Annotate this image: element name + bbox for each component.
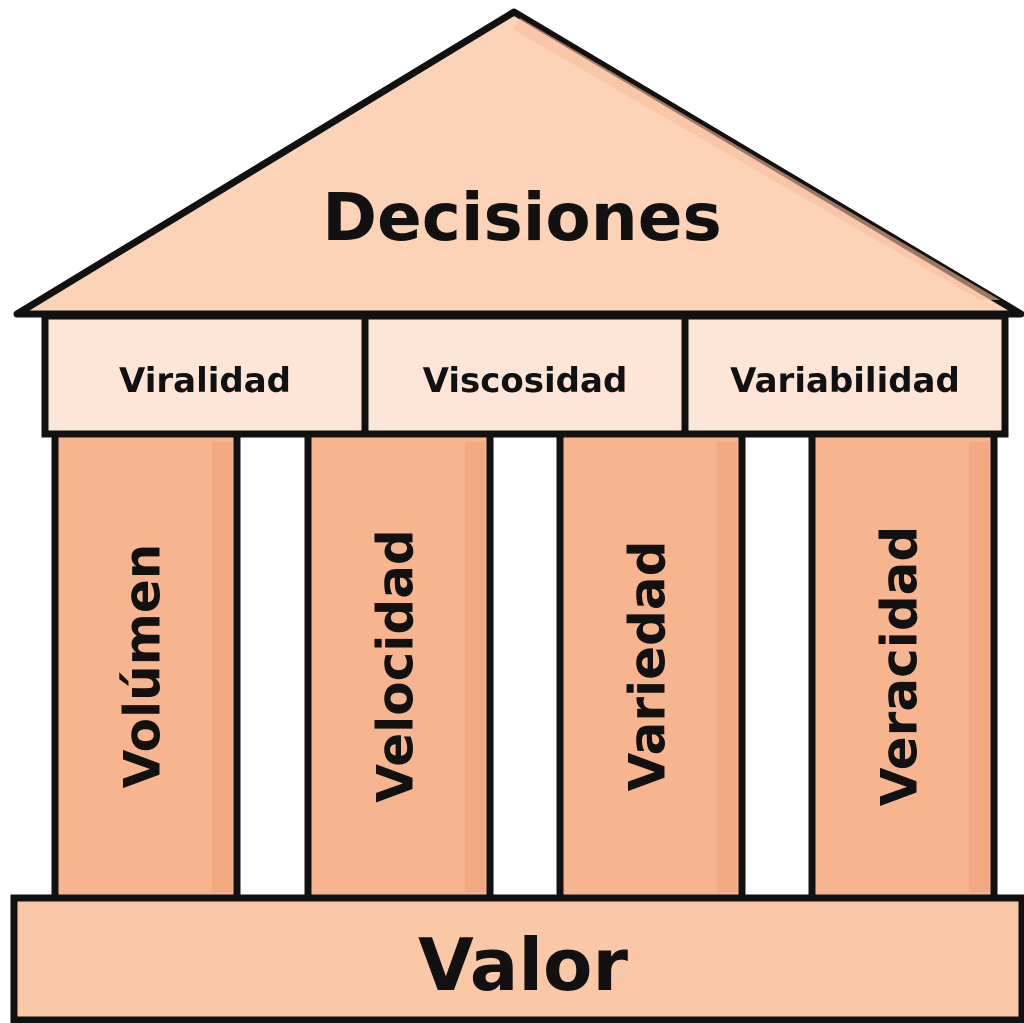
pillar-label-1: Volúmen xyxy=(114,544,172,789)
base-shape xyxy=(10,894,1024,1023)
pillar-label-3: Variedad xyxy=(619,541,677,792)
pillar-3-shade xyxy=(717,442,737,892)
roof: Decisiones xyxy=(13,8,1024,318)
pillar-3 xyxy=(556,430,746,902)
pillar-label-2: Velocidad xyxy=(367,529,425,802)
pillar-label-4: Veracidad xyxy=(871,526,929,806)
pillars: Volúmen Velocidad Variedad Veracidad xyxy=(51,430,998,902)
frieze-label-3: Variabilidad xyxy=(730,361,960,401)
roof-label: Decisiones xyxy=(322,179,722,256)
frieze-label-2: Viscosidad xyxy=(423,361,628,401)
pillar-4 xyxy=(808,430,998,902)
pillar-4-shade xyxy=(969,442,989,892)
pillar-1-shade xyxy=(212,442,232,892)
frieze: Viralidad Viscosidad Variabilidad xyxy=(41,312,1009,438)
base: Valor xyxy=(10,894,1024,1023)
roof-shade xyxy=(514,18,1000,300)
pillar-2 xyxy=(304,430,494,902)
base-label: Valor xyxy=(418,923,629,1007)
pillar-2-shade xyxy=(465,442,485,892)
frieze-label-1: Viralidad xyxy=(119,361,291,401)
roof-shape xyxy=(13,8,1024,318)
frieze-box-2 xyxy=(361,312,689,438)
